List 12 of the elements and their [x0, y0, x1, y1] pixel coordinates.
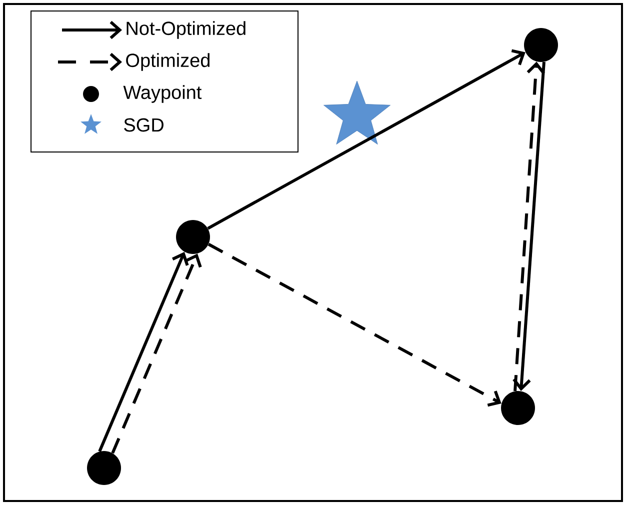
waypoint-dot: [524, 28, 558, 62]
arrow: [111, 254, 202, 454]
legend-label: Optimized: [126, 53, 210, 71]
waypoint-dot: [176, 220, 210, 254]
legend-label: SGD: [124, 118, 164, 132]
legend-label: Not-Optimized: [126, 21, 246, 39]
legend-label: Waypoint: [123, 85, 202, 103]
arrow: [207, 49, 526, 230]
waypoint-dot: [501, 390, 535, 425]
waypoint-dot: [87, 450, 121, 485]
arrow: [208, 242, 502, 407]
arrow: [98, 252, 189, 452]
